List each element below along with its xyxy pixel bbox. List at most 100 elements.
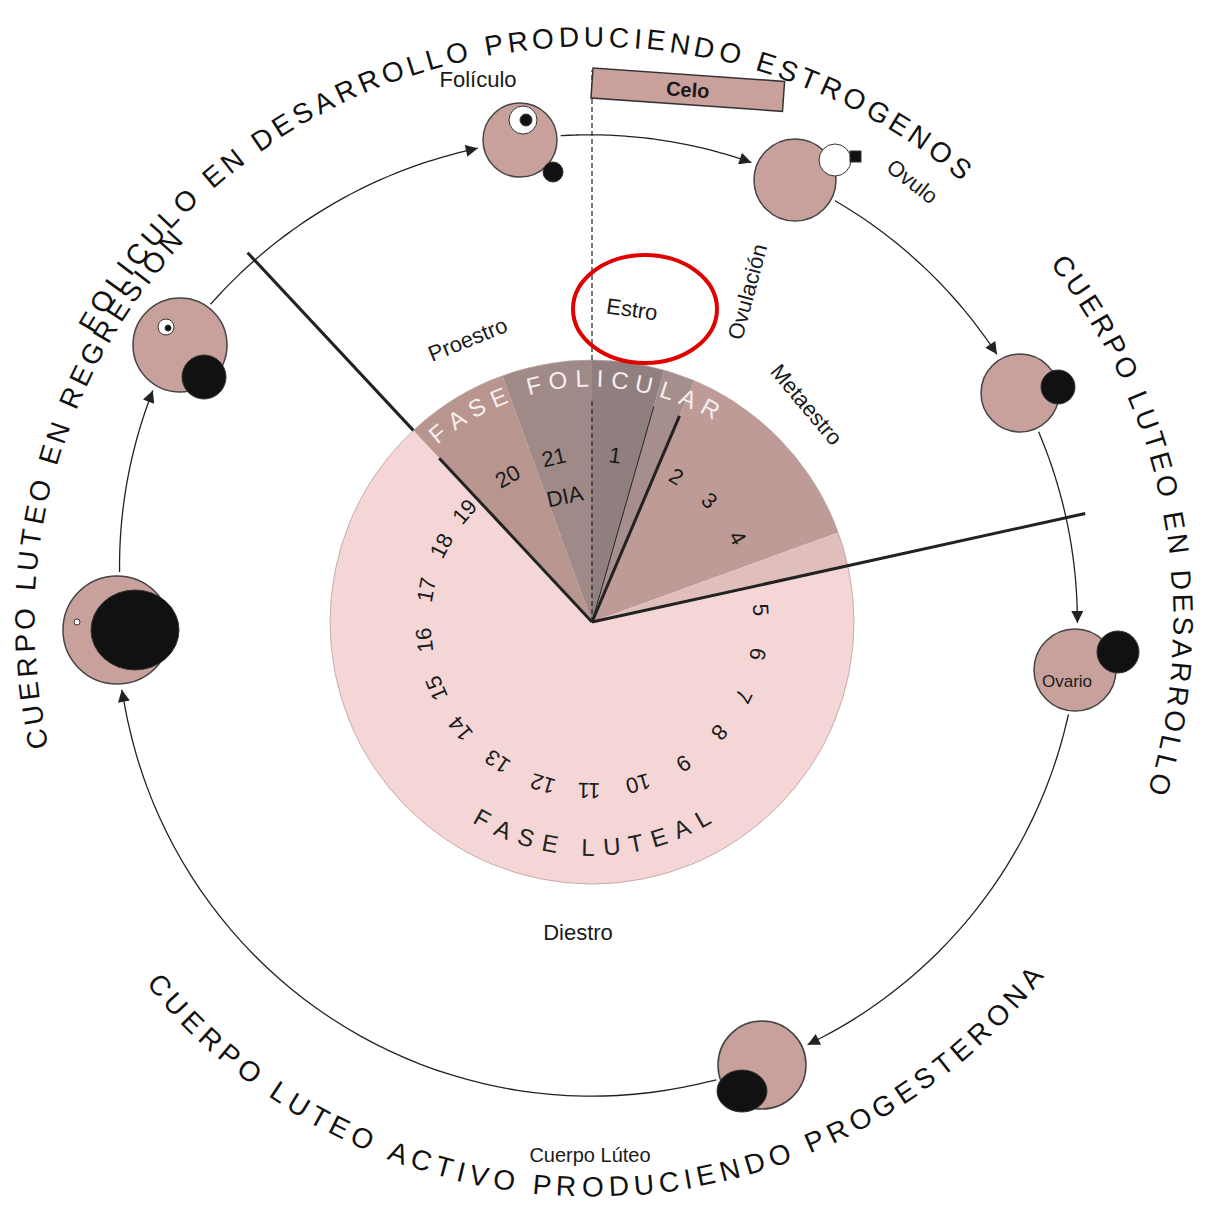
arc-letter: L (423, 43, 446, 77)
follicle-structure (520, 114, 532, 126)
structure-label: Folículo (439, 68, 516, 92)
follicle-structure (1097, 631, 1139, 673)
phase-label: Estro (605, 294, 659, 325)
arc-letter: S (464, 392, 491, 423)
follicle-structure (165, 325, 171, 331)
cycle-arrow (561, 135, 752, 163)
ovary-circle-shape (132, 297, 228, 393)
arc-letter (1154, 497, 1186, 511)
arc-letter: I (682, 1164, 695, 1196)
arc-letter: L (690, 804, 715, 834)
arc-letter: E (647, 823, 670, 853)
arc-letter: P (482, 30, 506, 64)
arc-letter: L (1148, 751, 1182, 773)
arc-letter: D (1164, 569, 1196, 591)
ovary-circle-shape (980, 353, 1060, 433)
arc-letter: O (491, 1164, 517, 1198)
cycle-arrow (808, 715, 1069, 1045)
band-label: Celo (665, 77, 710, 102)
phase-divider (439, 458, 592, 622)
arc-letter: I (596, 366, 604, 393)
arc-letter (1163, 557, 1194, 568)
arc-letter: E (14, 680, 47, 702)
arc-letter: A (1166, 639, 1198, 659)
phase-divider (592, 416, 680, 622)
arc-letter (469, 34, 483, 66)
arc-letter: E (1157, 509, 1191, 533)
arc-letter: I (453, 1157, 468, 1189)
arc-letter: P (11, 633, 42, 653)
arc-letter (11, 595, 42, 604)
arc-letter: I (633, 24, 643, 55)
arc-letter: R (506, 26, 530, 59)
follicle-structure (819, 144, 851, 176)
phase-label: Ovulación (724, 242, 773, 343)
arc-letter: L (11, 574, 43, 592)
phase-arc-text: CUERPO LUTEO ACTIVO PRODUCIENDO PROGESTE… (131, 950, 1061, 1216)
phase-name: FASE LUTEAL (458, 795, 727, 872)
arc-letter: L (581, 835, 595, 862)
arc-letter: L (1153, 732, 1186, 754)
arc-letter: C (608, 23, 630, 55)
cycle-arrow (120, 390, 153, 572)
arc-letter: C (657, 1166, 681, 1199)
arc-letter: D (608, 1171, 630, 1203)
follicle-structure (158, 319, 174, 335)
arc-letter: O (11, 608, 42, 630)
arc-letter: O (24, 477, 59, 505)
phase-arc-text: CUERPO LUTEO EN DESARROLLO (1035, 239, 1208, 812)
arc-letter: O (1157, 708, 1191, 735)
arc-letter: E (645, 25, 667, 58)
phase-divider (591, 398, 592, 622)
arc-letter: U (633, 1169, 656, 1202)
arc-letter: F (424, 419, 452, 449)
arc-letter: A (675, 383, 700, 414)
arc-letter: S (1167, 617, 1198, 636)
arc-letter: R (696, 394, 724, 425)
structure-label: Ovario (1042, 673, 1092, 692)
arc-letter: N (717, 1153, 744, 1188)
arc-letter: O (715, 37, 743, 72)
arc-letter: T (431, 1151, 456, 1185)
ovary-circle: Ovulo (753, 138, 837, 222)
follicle-structure (850, 151, 861, 162)
arc-letter: U (584, 23, 604, 54)
arc-letter: P (531, 1170, 552, 1202)
arc-letter: O (764, 1138, 795, 1174)
arc-letter: A (669, 814, 694, 845)
arc-letter: T (16, 527, 49, 549)
ovary-circle-shape (62, 575, 172, 685)
cycle-arrow (211, 148, 478, 304)
ovary-circle (980, 353, 1060, 433)
arc-letter: E (1166, 594, 1197, 614)
arc-letter: O (443, 36, 471, 71)
arc-letter: R (1164, 661, 1196, 684)
arc-letter: D (741, 1146, 769, 1181)
arc-letter: A (491, 815, 516, 846)
arc-letter: L (656, 376, 677, 405)
phase-divider (591, 70, 592, 360)
arc-letter: E (694, 1159, 719, 1193)
arc-letter: U (602, 833, 622, 861)
arc-letter: O (1149, 472, 1184, 500)
arc-letter: V (466, 1160, 490, 1194)
ovary-circle: Ovario (1033, 628, 1117, 712)
arc-letter: D (558, 23, 579, 55)
arc-letter: O (531, 24, 555, 57)
phase-label: Diestro (543, 921, 613, 945)
arc-letter: U (13, 549, 46, 572)
follicle-structure (182, 355, 226, 399)
follicle-structure (91, 590, 179, 670)
arc-letter: E (486, 382, 511, 413)
arc-letter: R (12, 656, 44, 679)
ovary-circle (132, 297, 228, 393)
day-number: 5 (747, 603, 772, 617)
arc-letter: O (1141, 769, 1177, 798)
cycle-arrow (1039, 432, 1078, 623)
highlight-ring (573, 255, 717, 363)
ovary-circle-shape (753, 138, 837, 222)
follicle-structure (509, 106, 537, 134)
phase-divider (248, 253, 414, 431)
arc-letter: C (21, 726, 55, 752)
phase-arc-text: FOLICULO EN DESARROLLO PRODUCIENDO ESTRO… (63, 10, 989, 351)
